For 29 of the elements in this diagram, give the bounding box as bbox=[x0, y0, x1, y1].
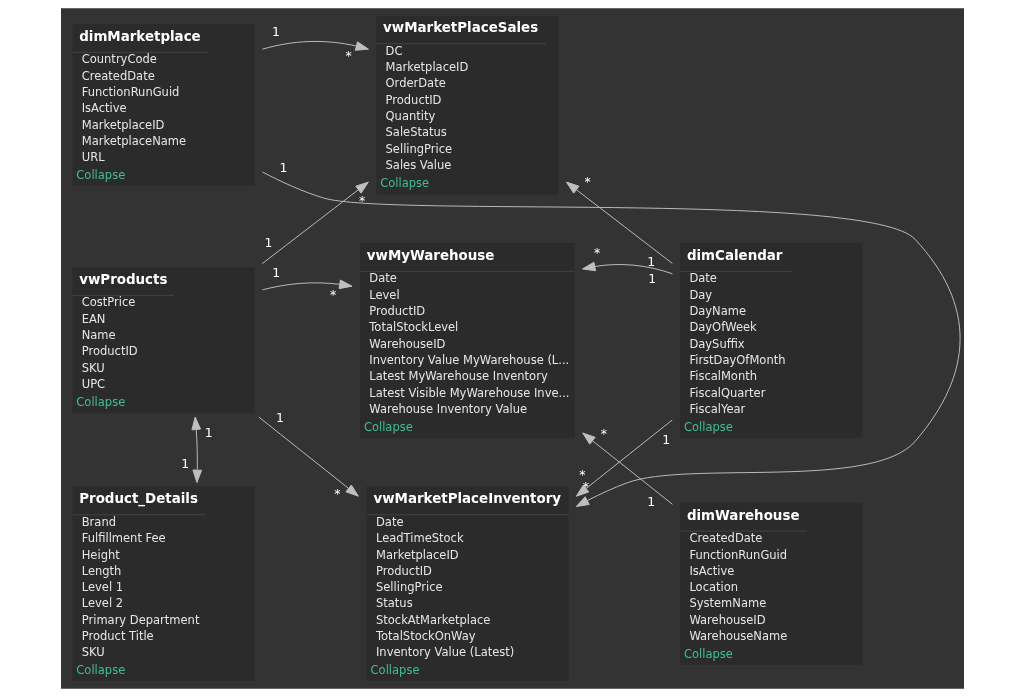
label: * bbox=[583, 174, 591, 190]
label: 1 bbox=[264, 234, 273, 250]
label: * bbox=[329, 286, 336, 302]
arrow bbox=[261, 279, 353, 291]
label: 1 bbox=[646, 494, 655, 510]
label: * bbox=[600, 425, 607, 441]
arrow bbox=[261, 40, 369, 51]
arrow bbox=[581, 432, 673, 505]
label: 1 bbox=[647, 271, 656, 287]
label: * bbox=[345, 47, 352, 63]
label: 1 bbox=[204, 424, 213, 440]
arrow bbox=[190, 416, 202, 484]
label: * bbox=[358, 193, 365, 209]
arrow bbox=[261, 171, 961, 507]
label: * bbox=[333, 486, 340, 502]
label: 1 bbox=[278, 160, 287, 176]
label: 1 bbox=[271, 24, 280, 40]
arrow bbox=[581, 261, 673, 275]
label: 1 bbox=[646, 253, 655, 269]
label: * bbox=[593, 244, 600, 260]
label: 1 bbox=[661, 431, 670, 447]
label: 1 bbox=[271, 265, 280, 281]
label: 1 bbox=[180, 456, 189, 472]
arrow bbox=[257, 416, 359, 497]
arrow bbox=[261, 181, 369, 265]
arrow bbox=[565, 181, 673, 264]
label: * bbox=[578, 467, 585, 483]
arrow bbox=[575, 419, 673, 497]
label: 1 bbox=[275, 409, 284, 425]
